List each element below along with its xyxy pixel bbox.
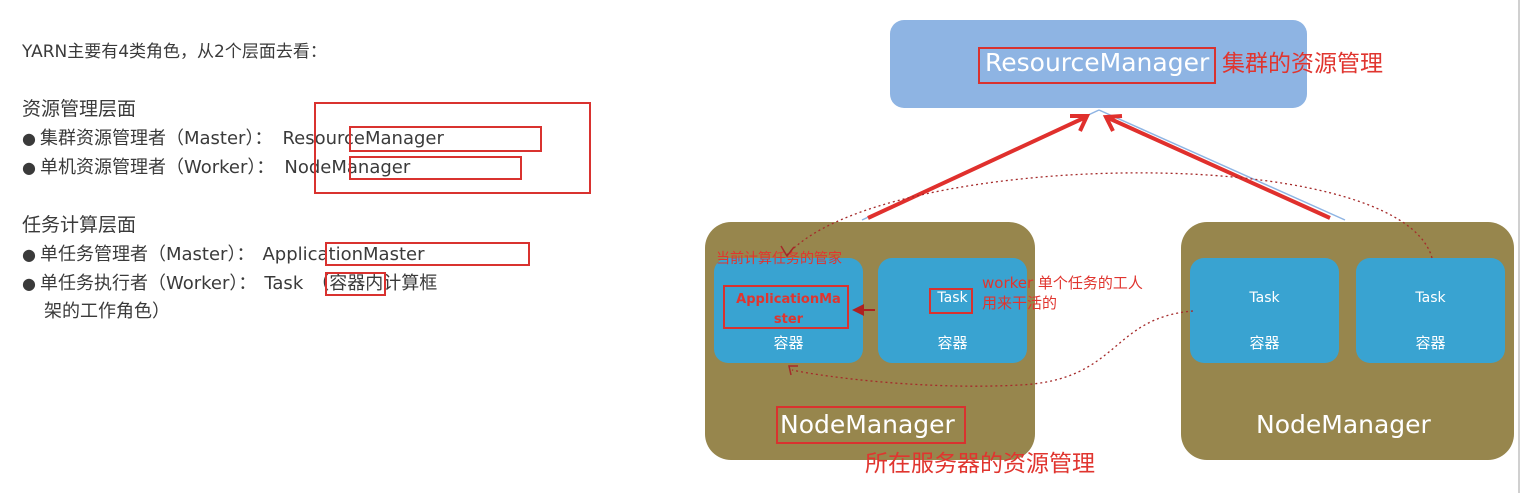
bullet-icon: ● <box>22 129 36 148</box>
bullet-prefix: 单任务管理者（Master）： <box>39 244 255 265</box>
container-application-master: ApplicationMa ster 容器 <box>714 258 863 363</box>
task-nm2-to-am-dotted-arc <box>786 172 1433 259</box>
task-nm2-to-am-dotted-curve <box>791 310 1194 387</box>
application-master-line2: ster <box>773 312 804 327</box>
node-manager-label-1: NodeManager <box>780 410 955 439</box>
highlight-box-rm-label <box>978 47 1216 84</box>
bullet-value: ApplicationMaster <box>262 244 425 265</box>
page-title: YARN主要有4类角色，从2个层面去看： <box>22 42 327 62</box>
highlight-box-application-master <box>723 285 849 329</box>
highlight-box-resource-group <box>314 102 591 194</box>
container-task-nm2-a: Task 容器 <box>1190 258 1339 363</box>
highlight-box-nodemanager <box>349 156 522 180</box>
highlight-box-applicationmaster <box>325 242 530 266</box>
bullet-task: ●单任务执行者（Worker）： Task （容器内计算框 <box>22 272 437 296</box>
curve-arrowhead <box>788 365 798 376</box>
bullet-suffix: （容器内计算框 <box>311 273 438 294</box>
nm2-to-rm-red-arrow <box>1105 115 1331 220</box>
slide-edge <box>1518 0 1520 493</box>
worker-note-line1: worker 单个任务的工人 <box>982 274 1143 292</box>
task-label: Task <box>1415 290 1446 306</box>
highlight-box-nm1-label <box>776 406 966 444</box>
bullet-icon: ● <box>22 158 36 177</box>
bullet-value: Task <box>264 273 304 294</box>
resource-manager-label: ResourceManager <box>985 48 1210 77</box>
resource-manager-box <box>890 20 1307 108</box>
am-note: 当前计算任务的管家 <box>716 251 842 267</box>
highlight-box-task-nm1 <box>929 288 973 314</box>
bullet-application-master: ●单任务管理者（Master）： ApplicationMaster <box>22 243 425 267</box>
container-task-nm1: Task 容器 <box>878 258 1027 363</box>
highlight-box-resourcemanager <box>349 126 542 152</box>
bullet-prefix: 单机资源管理者（Worker）： <box>39 157 275 178</box>
bullet-icon: ● <box>22 245 36 264</box>
application-master-line1: ApplicationMa <box>736 292 841 307</box>
bullet-prefix: 单任务执行者（Worker）： <box>39 273 257 294</box>
nm2-to-rm-blue-line <box>1098 109 1346 221</box>
application-master-label: ApplicationMa ster <box>714 290 863 330</box>
nm1-arrowhead <box>1070 114 1091 132</box>
resource-section-heading: 资源管理层面 <box>22 98 137 120</box>
container-label: 容器 <box>937 334 968 352</box>
nm1-to-rm-red-arrow <box>867 115 1087 220</box>
task-to-am-arrowhead <box>852 304 864 316</box>
worker-note-line2: 用来干活的 <box>982 294 1058 312</box>
bullet-value: ResourceManager <box>282 128 444 149</box>
node-manager-label-2: NodeManager <box>1256 410 1431 439</box>
resource-manager-annotation: 集群的资源管理 <box>1222 51 1383 77</box>
highlight-box-task <box>325 272 386 296</box>
nm2-arrowhead <box>1102 114 1123 132</box>
bullet-icon: ● <box>22 274 36 293</box>
node-manager-annotation: 所在服务器的资源管理 <box>865 451 1095 477</box>
container-task-nm2-b: Task 容器 <box>1356 258 1505 363</box>
bullet-prefix: 集群资源管理者（Master）： <box>39 128 273 149</box>
container-label: 容器 <box>773 334 804 352</box>
bullet-task-suffix-line2: 架的工作角色） <box>44 301 170 322</box>
container-label: 容器 <box>1415 334 1446 352</box>
task-label: Task <box>937 290 968 306</box>
arc-top-arrowhead <box>780 245 795 258</box>
container-label: 容器 <box>1249 334 1280 352</box>
task-label: Task <box>1249 290 1280 306</box>
bullet-resource-manager: ●集群资源管理者（Master）： ResourceManager <box>22 127 444 151</box>
compute-section-heading: 任务计算层面 <box>22 214 137 236</box>
